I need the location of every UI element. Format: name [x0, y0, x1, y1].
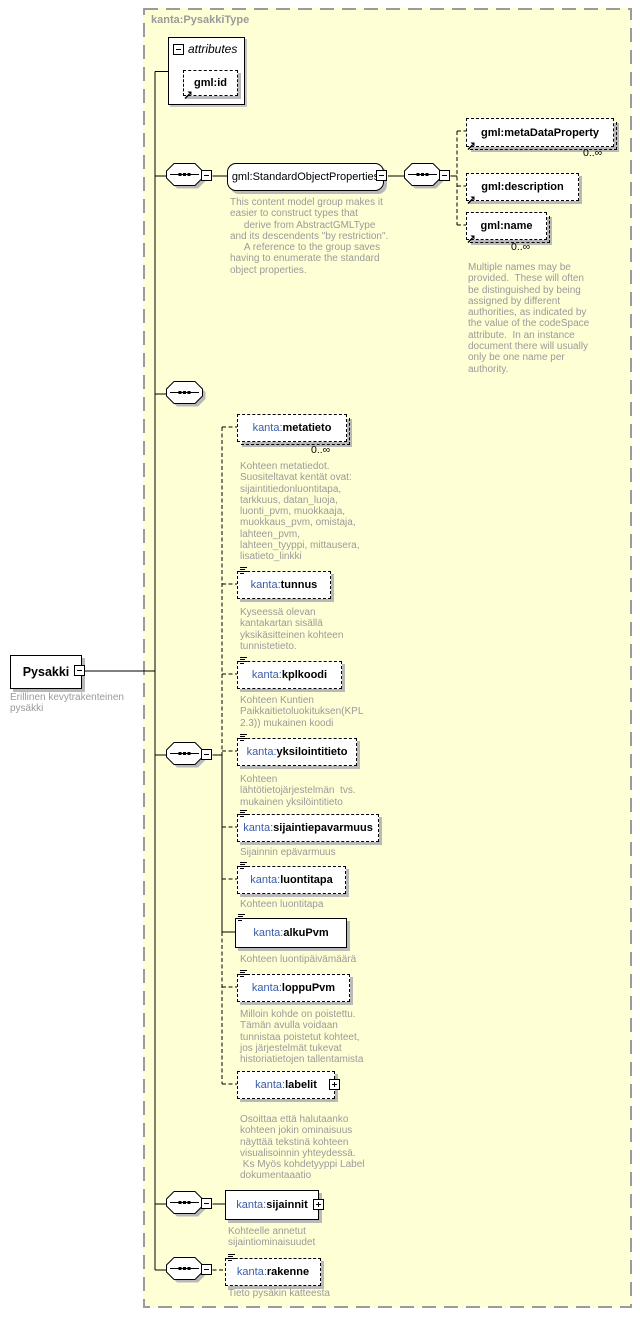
element-gml-description[interactable]: gml:description	[466, 173, 579, 204]
sequence-icon[interactable]	[166, 381, 206, 407]
annotation-metatieto: Kohteen metatiedot. Suositeltavat kentät…	[240, 461, 360, 563]
annotation-labelit: Osoittaa että halutaanko kohteen jokin o…	[240, 1114, 365, 1182]
occurs-gml-metadataproperty: 0..∞	[583, 147, 603, 159]
element-kanta-sijaintiepavarmuus[interactable]: kanta:sijaintiepavarmuus	[237, 810, 379, 842]
element-kanta-kplkoodi[interactable]: kanta:kplkoodi	[237, 657, 342, 689]
reference-arrow-icon	[183, 90, 193, 100]
annotation-rakenne: Tieto pysäkin katteesta	[228, 1288, 330, 1299]
element-kanta-tunnus[interactable]: kanta:tunnus	[237, 567, 331, 599]
element-kanta-sijainnit[interactable]: kanta:sijainnit	[225, 1190, 324, 1220]
collapse-icon[interactable]	[74, 665, 85, 676]
collapse-icon[interactable]	[201, 749, 212, 760]
sequence-icon[interactable]	[404, 163, 444, 189]
sequence-icon[interactable]	[166, 163, 206, 189]
group-standardobjectproperties[interactable]: gml:StandardObjectProperties	[227, 163, 384, 191]
complextype-container	[143, 8, 632, 1308]
simple-content-icon	[239, 733, 249, 742]
collapse-icon[interactable]	[201, 1264, 212, 1275]
annotation-loppupvm: Milloin kohde on poistettu. Tämän avulla…	[240, 1009, 364, 1066]
simple-content-icon	[239, 861, 249, 870]
complextype-title: kanta:PysakkiType	[151, 14, 250, 26]
annotation-standardobjectproperties: This content model group makes it easier…	[230, 197, 389, 276]
element-kanta-alkupvm[interactable]: kanta:alkuPvm	[235, 914, 347, 948]
annotation-yksilointitieto: Kohteen lähtötietojärjestelmän tvs. muka…	[240, 774, 356, 808]
reference-arrow-icon	[466, 234, 476, 244]
element-pysakki[interactable]: Pysakki	[10, 655, 82, 689]
expand-icon[interactable]	[313, 1199, 324, 1210]
expand-icon[interactable]	[329, 1079, 340, 1090]
occurs-kanta-metatieto: 0..∞	[311, 444, 331, 456]
annotation-gml-name: Multiple names may be provided. These wi…	[468, 262, 590, 375]
simple-content-icon	[239, 566, 249, 575]
collapse-icon[interactable]	[173, 43, 184, 55]
element-kanta-luontitapa[interactable]: kanta:luontitapa	[237, 862, 346, 894]
collapse-icon[interactable]	[201, 1198, 212, 1209]
occurs-gml-name: 0..∞	[511, 241, 531, 253]
attribute-gml-id[interactable]: gml:id	[183, 70, 238, 99]
element-kanta-rakenne[interactable]: kanta:rakenne	[225, 1254, 321, 1286]
simple-content-icon	[239, 809, 249, 818]
element-gml-name[interactable]: gml:name	[466, 212, 550, 243]
annotation-alkupvm: Kohteen luontipäivämäärä	[240, 954, 357, 965]
simple-content-icon	[239, 656, 249, 665]
element-kanta-loppupvm[interactable]: kanta:loppuPvm	[237, 970, 350, 1002]
annotation-sijainnit: Kohteelle annetut sijaintiominaisuudet	[228, 1226, 316, 1249]
collapse-icon[interactable]	[439, 170, 450, 181]
collapse-icon[interactable]	[376, 170, 387, 181]
reference-arrow-icon	[466, 195, 476, 205]
element-kanta-metatieto[interactable]: kanta:metatieto	[237, 414, 350, 445]
sequence-icon[interactable]	[166, 1191, 206, 1217]
element-kanta-labelit[interactable]: kanta:labelit	[237, 1071, 340, 1099]
simple-content-icon	[227, 1253, 237, 1262]
collapse-icon[interactable]	[201, 170, 212, 181]
annotation-kplkoodi: Kohteen Kuntien Paikkaitietoluokituksen(…	[240, 695, 364, 729]
annotation-tunnus: Kyseessä olevan kantakartan sisällä yksi…	[240, 607, 344, 652]
annotation-sijaintiepavarmuus: Sijainnin epävarmuus	[240, 847, 336, 858]
simple-content-icon	[237, 913, 247, 922]
attributes-label: attributes	[188, 42, 238, 56]
element-kanta-yksilointitieto[interactable]: kanta:yksilointitieto	[237, 734, 357, 766]
simple-content-icon	[239, 969, 249, 978]
sequence-icon[interactable]	[166, 742, 206, 768]
annotation-luontitapa: Kohteen luontitapa	[240, 899, 324, 910]
annotation-pysakki: Erillinen kevytrakenteinen pysäkki	[10, 692, 124, 715]
sequence-icon[interactable]	[166, 1257, 206, 1283]
element-gml-metadataproperty[interactable]: gml:metaDataProperty	[466, 118, 617, 150]
reference-arrow-icon	[466, 141, 476, 151]
